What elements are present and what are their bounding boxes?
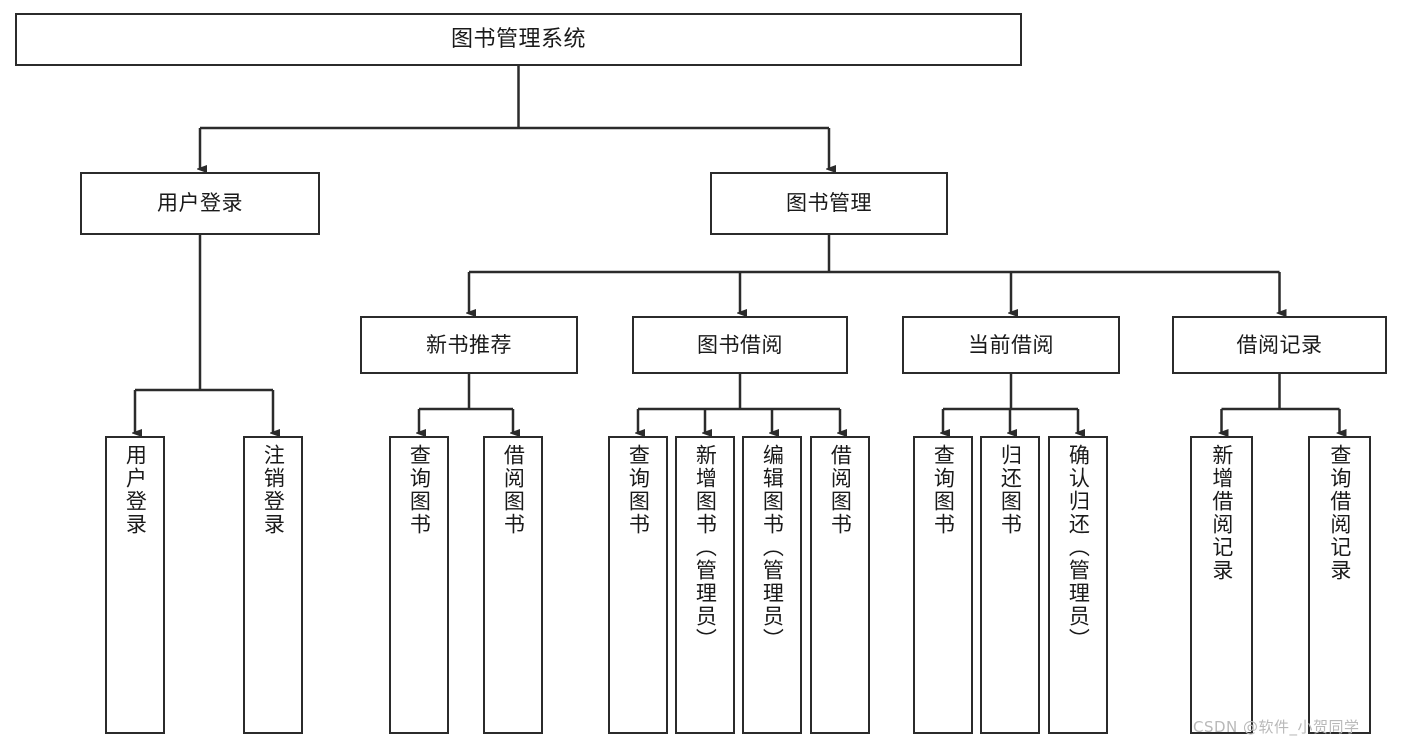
node-label: 图书借阅 — [697, 332, 783, 357]
node-label: 用户登录 — [123, 444, 148, 536]
node-level2-1[interactable]: 图书管理 — [710, 172, 948, 235]
node-level3-3[interactable]: 借阅记录 — [1172, 316, 1387, 374]
node-label: 借阅记录 — [1236, 332, 1323, 357]
node-leaf-1[interactable]: 注销登录 — [243, 436, 303, 734]
node-label: 图书管理 — [786, 191, 872, 216]
node-level3-1[interactable]: 图书借阅 — [632, 316, 848, 374]
node-label: 编辑图书（管理员） — [760, 444, 785, 651]
node-label: 用户登录 — [157, 191, 243, 216]
node-leaf-4[interactable]: 查询图书 — [608, 436, 668, 734]
node-label: 借阅图书 — [828, 444, 853, 536]
node-leaf-10[interactable]: 确认归还（管理员） — [1048, 436, 1108, 734]
node-label: 查询图书 — [931, 444, 956, 536]
node-level3-2[interactable]: 当前借阅 — [902, 316, 1120, 374]
node-label: 注销登录 — [261, 444, 286, 536]
node-label: 新增借阅记录 — [1209, 444, 1234, 582]
csdn-watermark: CSDN @软件_小贺同学 — [1193, 718, 1360, 736]
node-label: 新增图书（管理员） — [693, 444, 718, 651]
node-level2-0[interactable]: 用户登录 — [80, 172, 320, 235]
node-leaf-8[interactable]: 查询图书 — [913, 436, 973, 734]
node-label: 新书推荐 — [426, 332, 512, 357]
node-label: 归还图书 — [998, 444, 1023, 536]
node-root[interactable]: 图书管理系统 — [15, 13, 1022, 66]
node-leaf-9[interactable]: 归还图书 — [980, 436, 1040, 734]
node-label: 查询借阅记录 — [1327, 444, 1352, 582]
node-level3-0[interactable]: 新书推荐 — [360, 316, 578, 374]
node-leaf-6[interactable]: 编辑图书（管理员） — [742, 436, 802, 734]
node-label: 图书管理系统 — [450, 26, 586, 52]
node-leaf-5[interactable]: 新增图书（管理员） — [675, 436, 735, 734]
node-leaf-2[interactable]: 查询图书 — [389, 436, 449, 734]
node-leaf-11[interactable]: 新增借阅记录 — [1190, 436, 1253, 734]
node-leaf-0[interactable]: 用户登录 — [105, 436, 165, 734]
node-label: 查询图书 — [407, 444, 432, 536]
node-label: 当前借阅 — [968, 332, 1054, 357]
node-label: 借阅图书 — [501, 444, 526, 536]
node-leaf-3[interactable]: 借阅图书 — [483, 436, 543, 734]
node-leaf-12[interactable]: 查询借阅记录 — [1308, 436, 1371, 734]
node-label: 确认归还（管理员） — [1066, 444, 1091, 651]
node-leaf-7[interactable]: 借阅图书 — [810, 436, 870, 734]
node-label: 查询图书 — [626, 444, 651, 536]
